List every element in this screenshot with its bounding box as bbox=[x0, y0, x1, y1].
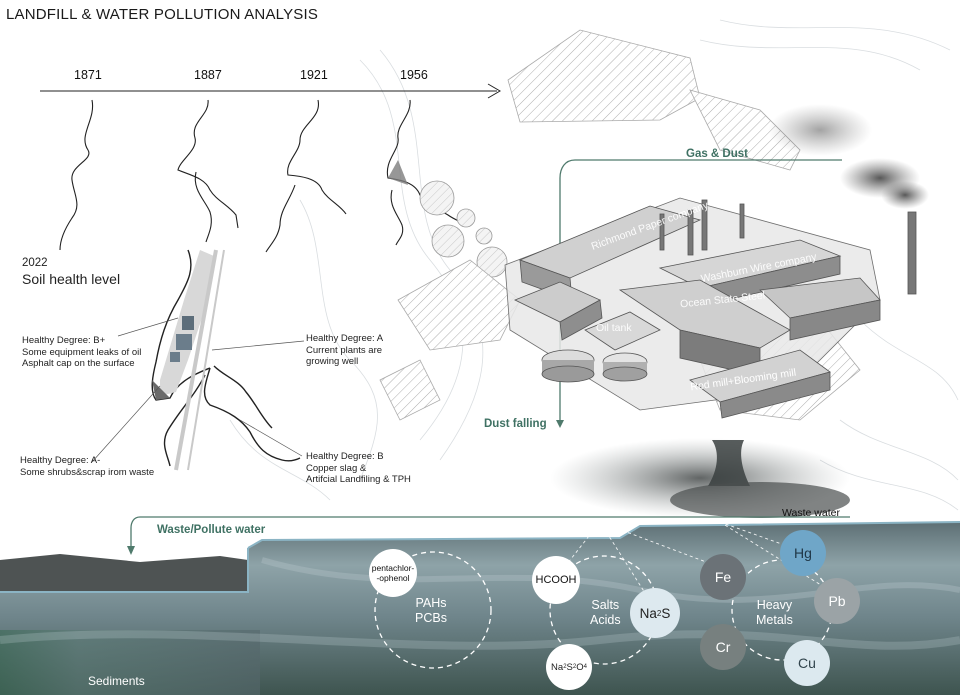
soil-note-a-minus: Healthy Degree: A- Some shrubs&scrap iro… bbox=[20, 455, 155, 478]
shoreline-1871 bbox=[59, 99, 94, 251]
shoreline-1921 bbox=[287, 99, 347, 215]
timeline-arrow bbox=[40, 83, 501, 99]
shoreline-1921b bbox=[265, 184, 296, 253]
cu-badge: Cu bbox=[784, 640, 830, 686]
industrial-plant bbox=[504, 197, 917, 419]
waste-water-flow-label: Waste/Pollute water bbox=[157, 524, 266, 536]
contour-lines bbox=[229, 19, 959, 511]
cr-badge: Cr bbox=[700, 624, 746, 670]
year-label: 1956 bbox=[400, 68, 428, 82]
pentachlorophenol-badge: pentachlor- -ophenol bbox=[369, 549, 417, 597]
shoreline-1887b bbox=[194, 171, 212, 243]
soil-map-year: 2022 bbox=[22, 257, 48, 269]
heavy-metals-group-label: Heavy Metals bbox=[756, 598, 793, 627]
organics-group-label: PAHs PCBs bbox=[415, 596, 447, 625]
gas-dust-flow bbox=[559, 159, 842, 426]
sediments-label: Sediments bbox=[88, 674, 145, 688]
pollution-splash bbox=[550, 438, 850, 518]
page-title: LANDFILL & WATER POLLUTION ANALYSIS bbox=[6, 6, 319, 23]
waste-water-flow bbox=[130, 516, 850, 552]
hg-badge: Hg bbox=[780, 530, 826, 576]
shoreline-1887 bbox=[177, 99, 239, 229]
soil-note-b: Healthy Degree: B Copper slag & Artifcia… bbox=[306, 451, 411, 485]
soil-note-a: Healthy Degree: A Current plants are gro… bbox=[306, 333, 384, 367]
shoreline-1956b bbox=[390, 189, 404, 246]
year-label: 1887 bbox=[194, 68, 222, 82]
pb-badge: Pb bbox=[814, 578, 860, 624]
dust-falling-label: Dust falling bbox=[484, 418, 547, 430]
historic-tanks bbox=[419, 180, 508, 278]
soil-map-title: Soil health level bbox=[22, 271, 121, 287]
soil-note-b-plus: Healthy Degree: B+ Some equipment leaks … bbox=[22, 335, 142, 369]
year-label: 1921 bbox=[300, 68, 328, 82]
gas-dust-label: Gas & Dust bbox=[686, 148, 748, 160]
waste-water-label: Waste water bbox=[782, 507, 840, 519]
smoke-plume bbox=[768, 104, 929, 209]
hcooh-badge: HCOOH bbox=[532, 556, 580, 604]
year-label: 1871 bbox=[74, 68, 102, 82]
fe-badge: Fe bbox=[700, 554, 746, 600]
oil-tank-label: Oil tank bbox=[596, 322, 632, 334]
salts-acids-group-label: Salts Acids bbox=[590, 598, 621, 627]
